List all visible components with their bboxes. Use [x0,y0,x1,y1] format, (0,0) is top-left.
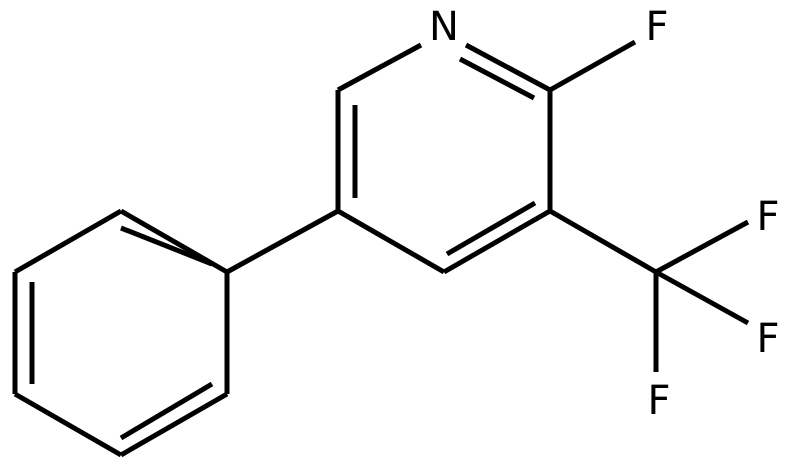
atom-label-fluorine-cf3-bottom: F [647,378,670,424]
bond-c2-n [464,42,552,93]
atom-label-fluorine-cf3-top: F [756,194,779,240]
bond-c4-c3-inner [445,200,537,257]
bond-n-c6 [336,42,423,93]
bond-ph2-ph3 [13,208,123,275]
bond-c2-n-inner [458,56,536,101]
bond-ph4-ph5 [13,391,123,458]
bond-c5-phenyl [225,208,340,275]
bond-c5-c4 [336,208,446,275]
bond-c2-f [548,39,637,93]
bond-c3-cf3 [548,208,658,275]
bond-cf3-f-right [654,269,750,326]
atom-label-nitrogen: N [429,4,459,50]
bond-ph5-ph6-inner [119,381,214,441]
atom-label-fluorine-ring: F [645,4,668,50]
bond-cf3-f-top [654,219,750,275]
bond-ph1-ph2-inner [120,225,213,267]
atom-label-fluorine-cf3-right: F [756,316,779,362]
bond-c4-c3 [442,208,552,275]
bond-ph5-ph6 [119,391,229,458]
